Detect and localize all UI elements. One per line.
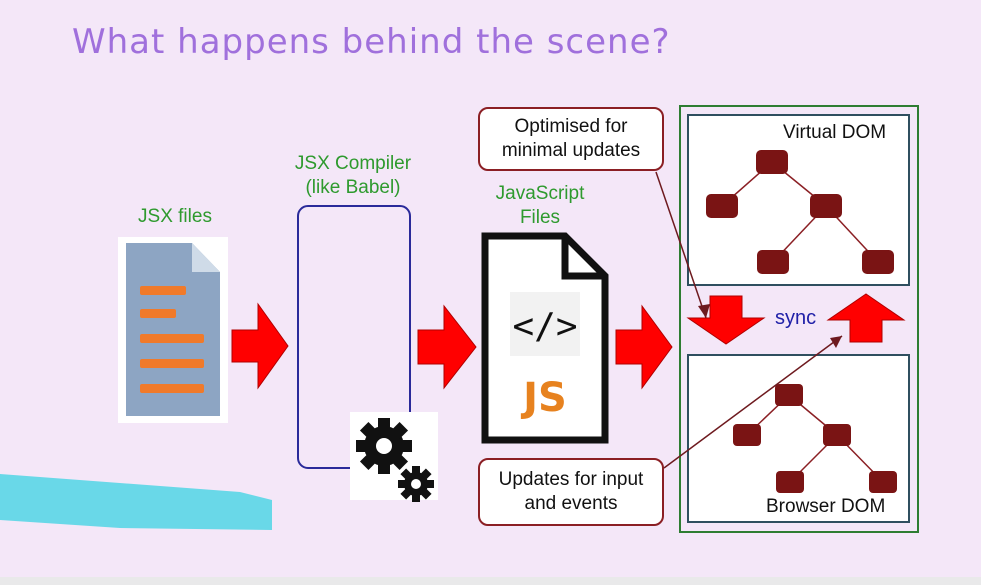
browser-dom-title: Browser DOM — [766, 496, 886, 517]
callout-updates-pointer — [663, 335, 843, 469]
document-icon — [118, 237, 228, 423]
callout-optimised-line2: minimal updates — [501, 140, 641, 161]
tree-icon — [706, 150, 894, 274]
compiler-label-line2: (like Babel) — [305, 177, 401, 198]
virtual-dom-title: Virtual DOM — [783, 122, 887, 143]
compiler-label: JSX Compiler (like Babel) — [278, 152, 428, 200]
bottom-strip — [0, 577, 981, 585]
callout-updates: Updates for input and events — [478, 458, 664, 526]
gears-icon — [350, 412, 438, 502]
arrow-right-icon — [615, 304, 673, 390]
js-files-label-line1: JavaScript — [495, 183, 585, 204]
cyan-scribble — [0, 474, 272, 530]
sync-label: sync — [775, 307, 817, 329]
callout-updates-line2: and events — [524, 493, 618, 514]
browser-dom-box — [687, 354, 910, 523]
jsx-files-label: JSX files — [138, 206, 212, 227]
callout-optimised-pointer-head — [698, 304, 710, 318]
arrow-up-icon — [826, 293, 906, 343]
js-files-label-line2: Files — [519, 207, 561, 228]
arrow-right-icon — [417, 304, 477, 390]
arrow-down-icon — [686, 295, 766, 345]
js-text: JS — [520, 375, 567, 421]
compiler-label-line1: JSX Compiler — [294, 153, 412, 174]
tree-icon — [733, 384, 897, 493]
page-title: What happens behind the scene? — [72, 22, 671, 62]
callout-optimised-line1: Optimised for — [514, 116, 628, 137]
callout-optimised-pointer — [655, 171, 707, 319]
callout-updates-line1: Updates for input — [498, 469, 644, 490]
dom-container — [679, 105, 919, 533]
js-file-icon — [481, 232, 609, 444]
js-files-label: JavaScript Files — [480, 182, 600, 230]
js-code-glyph: </> — [512, 306, 577, 347]
arrow-right-icon — [231, 302, 289, 390]
callout-updates-pointer-head — [830, 336, 842, 348]
callout-optimised: Optimised for minimal updates — [478, 107, 664, 171]
